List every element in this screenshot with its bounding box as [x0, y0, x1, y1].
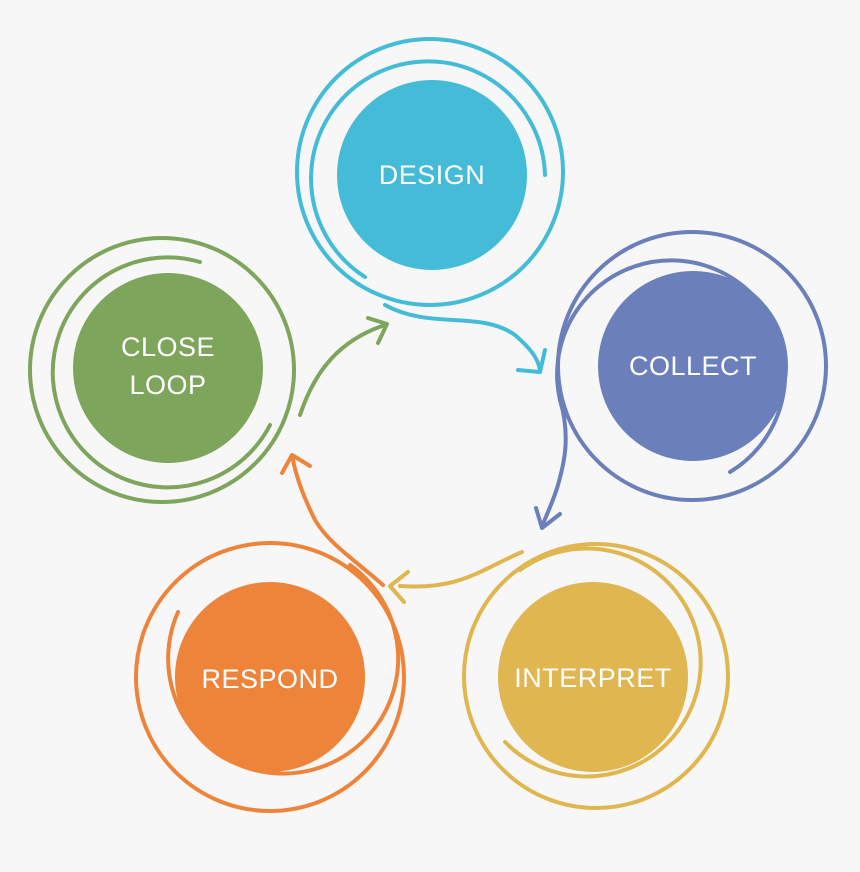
design-label: DESIGN — [379, 160, 486, 190]
design-inner-arc — [309, 59, 547, 279]
stage-close-loop: CLOSE LOOP — [28, 236, 296, 504]
design-outer-ring — [295, 37, 565, 307]
respond-inner-arc — [166, 563, 401, 776]
arrow-interpret-to-respond — [388, 550, 524, 604]
arrowhead-close-loop-to-design — [366, 316, 389, 345]
arrow-close-loop-to-design — [298, 316, 389, 417]
interpret-outer-ring — [462, 542, 730, 810]
respond-outer-ring — [134, 541, 406, 813]
stage-design: DESIGN — [295, 37, 565, 307]
arrow-design-to-collect — [383, 303, 547, 374]
stage-collect: COLLECT — [555, 230, 828, 502]
arrow-collect-to-interpret — [534, 398, 568, 530]
collect-disc — [598, 271, 788, 461]
respond-label: RESPOND — [201, 664, 338, 694]
close-loop-disc — [73, 273, 263, 463]
design-disc — [337, 80, 527, 270]
arrowhead-collect-to-interpret — [534, 506, 562, 530]
arrowhead-respond-to-close-loop — [280, 453, 312, 475]
stage-interpret: INTERPRET — [462, 542, 730, 810]
close-loop-label-line1: CLOSE — [121, 332, 215, 362]
arrow-respond-to-close-loop — [280, 453, 385, 587]
close-loop-label-line2: LOOP — [129, 370, 206, 400]
arrowhead-design-to-collect — [516, 348, 547, 374]
close-loop-inner-arc — [50, 255, 272, 490]
interpret-label: INTERPRET — [514, 663, 672, 693]
interpret-disc — [498, 582, 688, 772]
collect-inner-arc — [555, 258, 788, 474]
stage-respond: RESPOND — [134, 541, 406, 813]
interpret-inner-arc — [503, 546, 703, 779]
close-loop-outer-ring — [28, 236, 296, 504]
arrowhead-interpret-to-respond — [388, 570, 410, 604]
collect-label: COLLECT — [629, 351, 757, 381]
respond-disc — [175, 582, 365, 772]
